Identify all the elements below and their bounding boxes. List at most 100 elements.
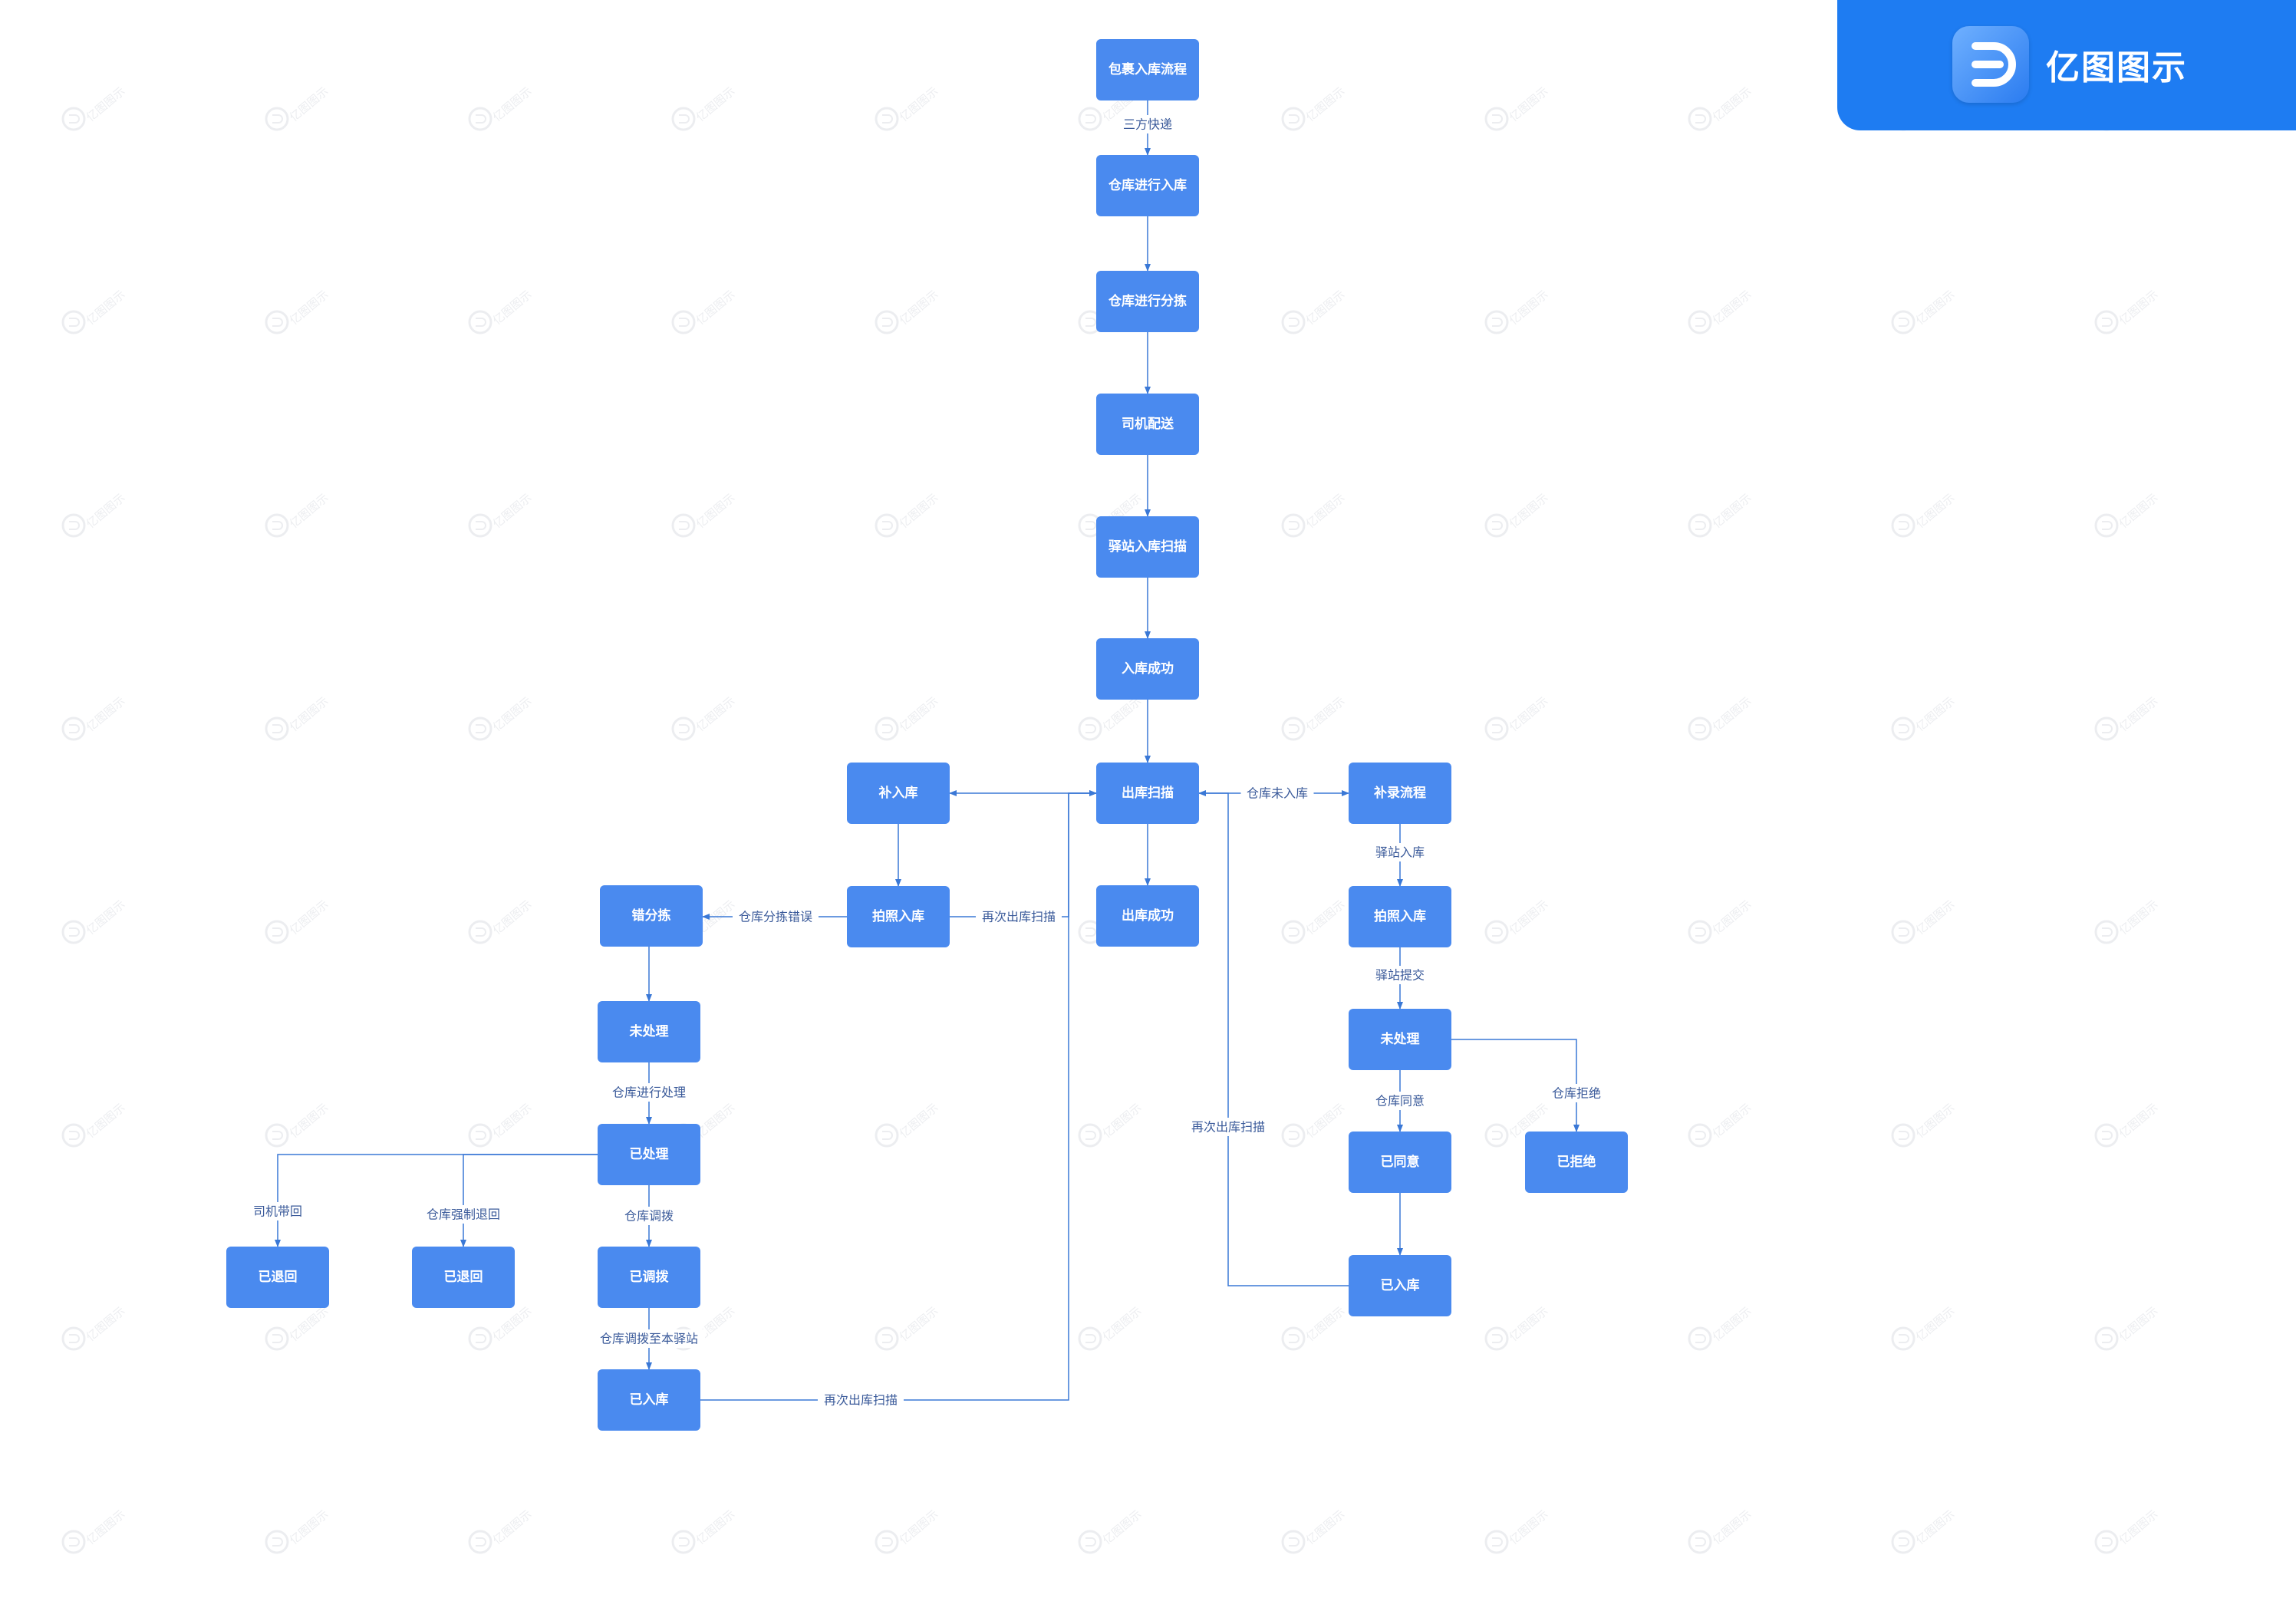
edge-label-bg bbox=[1370, 1092, 1430, 1110]
watermark-text: 亿图图示 bbox=[1710, 694, 1754, 734]
node-n14[interactable]: 已退回 bbox=[226, 1247, 329, 1308]
node-box[interactable] bbox=[1096, 155, 1199, 216]
node-n5[interactable]: 驿站入库扫描 bbox=[1096, 516, 1199, 578]
node-box[interactable] bbox=[598, 1247, 700, 1308]
edge-n16-to-n17: 仓库调拨至本驿站 bbox=[593, 1308, 705, 1370]
watermark-tile: 亿图图示 bbox=[1484, 1304, 1551, 1351]
node-n18[interactable]: 补录流程 bbox=[1349, 763, 1451, 824]
edge-label: 仓库调拨 bbox=[624, 1209, 674, 1224]
connector-line bbox=[460, 1154, 598, 1247]
node-box[interactable] bbox=[1349, 886, 1451, 947]
node-box[interactable] bbox=[598, 1001, 700, 1062]
node-n12[interactable]: 未处理 bbox=[598, 1001, 700, 1062]
edge-label: 仓库调拨至本驿站 bbox=[600, 1332, 698, 1346]
edge-label: 再次出库扫描 bbox=[824, 1393, 898, 1408]
watermark-tile: 亿图图示 bbox=[468, 1507, 535, 1554]
node-box[interactable] bbox=[1349, 1132, 1451, 1193]
node-box[interactable] bbox=[600, 885, 703, 947]
node-n3[interactable]: 仓库进行分拣 bbox=[1096, 271, 1199, 332]
node-n19[interactable]: 拍照入库 bbox=[1349, 886, 1451, 947]
watermark-tile: 亿图图示 bbox=[1688, 84, 1754, 131]
node-n17[interactable]: 已入库 bbox=[598, 1369, 700, 1431]
node-box[interactable] bbox=[1096, 271, 1199, 332]
node-n10[interactable]: 拍照入库 bbox=[847, 886, 950, 947]
watermark-tile: 亿图图示 bbox=[468, 288, 535, 334]
watermark-tile: 亿图图示 bbox=[1688, 288, 1754, 334]
node-box[interactable] bbox=[226, 1247, 329, 1308]
node-box[interactable] bbox=[847, 886, 950, 947]
node-box[interactable] bbox=[412, 1247, 515, 1308]
watermark-tile: 亿图图示 bbox=[61, 1304, 128, 1351]
node-n22[interactable]: 已拒绝 bbox=[1525, 1132, 1628, 1193]
node-n8[interactable]: 出库成功 bbox=[1096, 885, 1199, 947]
node-box[interactable] bbox=[1096, 516, 1199, 578]
node-box[interactable] bbox=[1525, 1132, 1628, 1193]
node-label: 已入库 bbox=[630, 1392, 669, 1408]
node-n11[interactable]: 错分拣 bbox=[600, 885, 703, 947]
node-box[interactable] bbox=[1349, 1009, 1451, 1070]
node-box[interactable] bbox=[598, 1124, 700, 1185]
node-label: 已入库 bbox=[1381, 1277, 1420, 1293]
connector-line bbox=[275, 1154, 598, 1247]
node-box[interactable] bbox=[1349, 763, 1451, 824]
node-box[interactable] bbox=[1096, 885, 1199, 947]
node-n2[interactable]: 仓库进行入库 bbox=[1096, 155, 1199, 216]
node-n20[interactable]: 未处理 bbox=[1349, 1009, 1451, 1070]
edge-label: 仓库进行处理 bbox=[612, 1085, 686, 1100]
watermark-tile: 亿图图示 bbox=[265, 491, 331, 538]
watermark-text: 亿图图示 bbox=[2116, 1304, 2161, 1344]
node-label: 已同意 bbox=[1381, 1154, 1420, 1170]
brand-name: 亿图图示 bbox=[2046, 48, 2187, 87]
node-n15[interactable]: 已退回 bbox=[412, 1247, 515, 1308]
watermark-text: 亿图图示 bbox=[1507, 1304, 1551, 1344]
watermark-text: 亿图图示 bbox=[1507, 898, 1551, 937]
node-box[interactable] bbox=[847, 763, 950, 824]
watermark-text: 亿图图示 bbox=[897, 491, 941, 531]
watermark-text: 亿图图示 bbox=[2116, 898, 2161, 937]
node-box[interactable] bbox=[1096, 394, 1199, 455]
node-box[interactable] bbox=[1349, 1255, 1451, 1316]
node-n21[interactable]: 已同意 bbox=[1349, 1132, 1451, 1193]
watermark-tile: 亿图图示 bbox=[2094, 1304, 2161, 1351]
watermark-tile: 亿图图示 bbox=[2094, 1507, 2161, 1554]
node-n23[interactable]: 已入库 bbox=[1349, 1255, 1451, 1316]
watermark-tile: 亿图图示 bbox=[671, 288, 738, 334]
watermark-text: 亿图图示 bbox=[1100, 1101, 1145, 1141]
node-n4[interactable]: 司机配送 bbox=[1096, 394, 1199, 455]
watermark-text: 亿图图示 bbox=[84, 288, 128, 328]
node-box[interactable] bbox=[1096, 638, 1199, 700]
node-box[interactable] bbox=[1096, 39, 1199, 100]
watermark-tile: 亿图图示 bbox=[265, 1507, 331, 1554]
watermark-tile: 亿图图示 bbox=[875, 1101, 941, 1148]
watermark-text: 亿图图示 bbox=[1303, 1304, 1348, 1344]
node-label: 包裹入库流程 bbox=[1108, 61, 1187, 77]
node-box[interactable] bbox=[598, 1369, 700, 1431]
watermark-text: 亿图图示 bbox=[490, 694, 535, 734]
watermark-tile: 亿图图示 bbox=[61, 288, 128, 334]
watermark-text: 亿图图示 bbox=[1913, 1507, 1958, 1547]
watermark-text: 亿图图示 bbox=[1913, 288, 1958, 328]
watermark-text: 亿图图示 bbox=[693, 288, 738, 328]
watermark-tile: 亿图图示 bbox=[1281, 898, 1348, 944]
watermark-tile: 亿图图示 bbox=[1891, 491, 1958, 538]
node-label: 入库成功 bbox=[1122, 660, 1174, 677]
node-label: 仓库进行入库 bbox=[1108, 177, 1187, 193]
watermark-tile: 亿图图示 bbox=[671, 694, 738, 741]
node-n13[interactable]: 已处理 bbox=[598, 1124, 700, 1185]
edge-label-bg bbox=[1185, 1118, 1271, 1136]
node-label: 已退回 bbox=[259, 1270, 298, 1285]
watermark-tile: 亿图图示 bbox=[671, 1507, 738, 1554]
edge-label: 再次出库扫描 bbox=[1191, 1120, 1265, 1135]
watermark-tile: 亿图图示 bbox=[1281, 1101, 1348, 1148]
node-n7[interactable]: 出库扫描 bbox=[1096, 763, 1199, 824]
node-n6[interactable]: 入库成功 bbox=[1096, 638, 1199, 700]
watermark-text: 亿图图示 bbox=[490, 491, 535, 531]
watermark-text: 亿图图示 bbox=[2116, 288, 2161, 328]
node-n1[interactable]: 包裹入库流程 bbox=[1096, 39, 1199, 100]
node-n16[interactable]: 已调拨 bbox=[598, 1247, 700, 1308]
node-n9[interactable]: 补入库 bbox=[847, 763, 950, 824]
node-box[interactable] bbox=[1096, 763, 1199, 824]
watermark-text: 亿图图示 bbox=[1507, 84, 1551, 124]
watermark-tile: 亿图图示 bbox=[875, 288, 941, 334]
edge-label: 再次出库扫描 bbox=[982, 910, 1056, 924]
